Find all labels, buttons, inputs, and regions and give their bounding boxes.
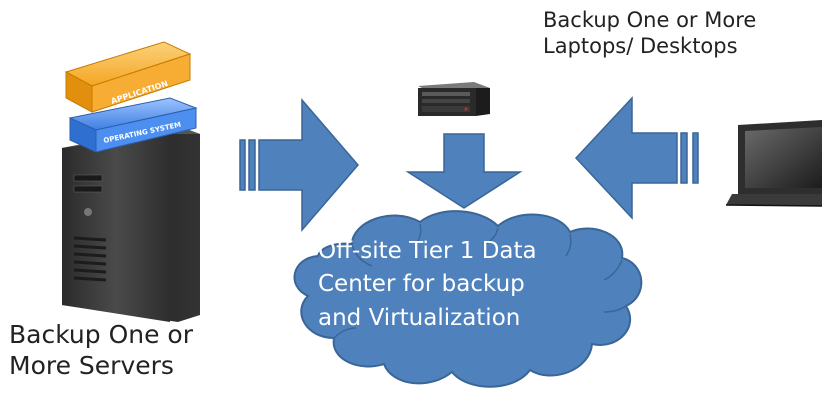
laptops-label-line-1: Backup One or More [543,8,757,32]
arrow-from-laptops [574,96,699,220]
datacenter-cloud [293,210,643,388]
laptop-icon [725,120,822,207]
cloud-label-line-3: and Virtualization [318,304,521,331]
cloud-label-line-2: Center for backup [318,271,525,298]
server-tower-icon [62,126,200,322]
rack-server-icon [418,82,490,116]
servers-label-line-2: More Servers [9,350,174,380]
cloud-label: Off-site Tier 1 Data Center for backup a… [318,235,648,335]
application-layer: APPLICATION [64,41,192,113]
cloud-label-line-1: Off-site Tier 1 Data [318,238,537,264]
arrow-down-to-datacenter [405,133,523,209]
arrow-from-servers [239,97,359,233]
laptops-label: Backup One or More Laptops/ Desktops [543,8,756,59]
servers-label-line-1: Backup One or [9,320,194,349]
servers-label: Backup One or More Servers [9,320,193,381]
laptops-label-line-2: Laptops/ Desktops [543,33,738,58]
operating-system-layer: OPERATING SYSTEM [68,97,198,153]
